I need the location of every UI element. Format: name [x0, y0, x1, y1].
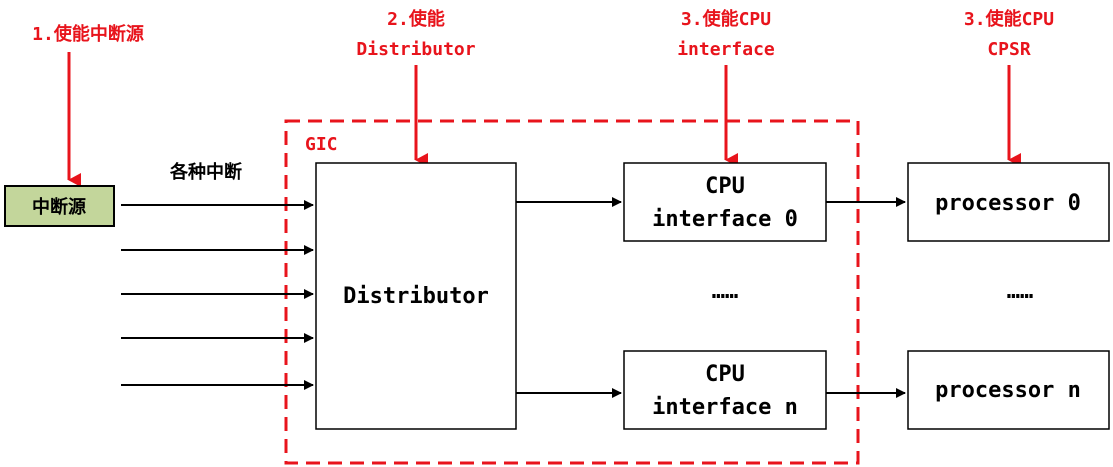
distributor-box — [315, 162, 517, 430]
various-interrupts-label: 各种中断 — [169, 161, 242, 183]
cpu-interface-0-line2: interface 0 — [652, 207, 798, 232]
step2-annotation-line2: Distributor — [356, 39, 475, 60]
distributor-label: Distributor — [343, 284, 489, 309]
cpu-interface-n-line1: CPU — [705, 362, 745, 387]
processor-n-box — [907, 350, 1110, 430]
processor-n-label: processor n — [935, 378, 1081, 403]
interrupt-source-box — [4, 185, 115, 227]
step3a-annotation-line1: 3.使能CPU — [681, 8, 771, 30]
cpu-interface-0-line1: CPU — [705, 174, 745, 199]
gic-boundary — [284, 119, 860, 465]
gic-label: GIC — [305, 134, 338, 155]
cpu-interface-n-line2: interface n — [652, 395, 798, 420]
processor-0-label: processor 0 — [935, 191, 1081, 216]
interrupt-source-label: 中断源 — [32, 196, 86, 218]
processor-ellipsis: …… — [1007, 279, 1034, 304]
step1-annotation: 1.使能中断源 — [32, 23, 144, 45]
cpu-interface-ellipsis: …… — [712, 279, 739, 304]
step3a-annotation-line2: interface — [677, 39, 775, 60]
cpu-interface-n-box — [623, 350, 827, 430]
processor-0-box — [907, 162, 1110, 242]
step2-annotation-line1: 2.使能 — [387, 8, 445, 30]
step3b-annotation-line1: 3.使能CPU — [964, 8, 1054, 30]
step3b-annotation-line2: CPSR — [987, 39, 1031, 60]
cpu-interface-0-box — [623, 162, 827, 242]
